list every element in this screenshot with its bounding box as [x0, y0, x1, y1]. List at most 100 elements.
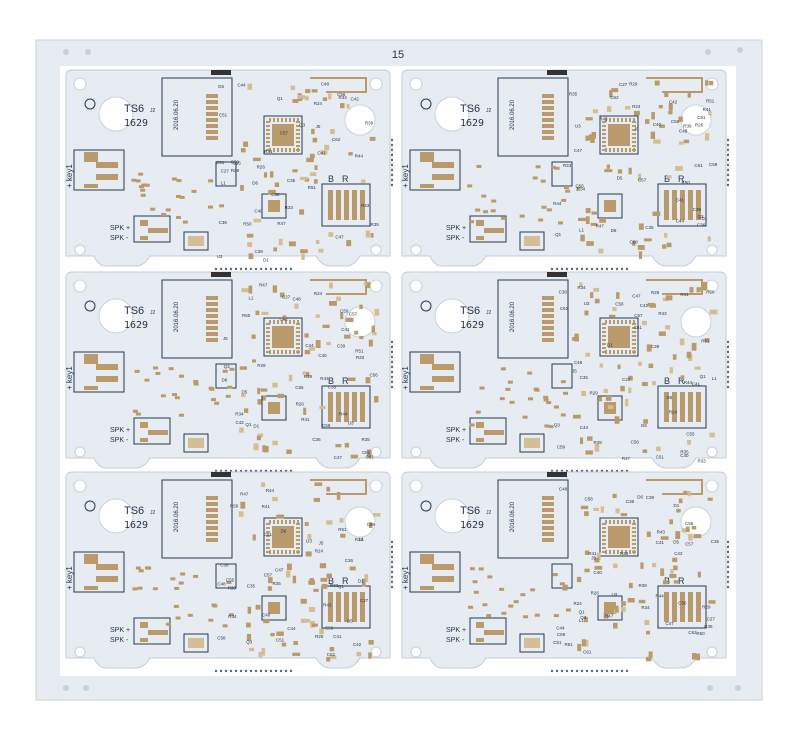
- ref-designator: C39: [220, 562, 229, 567]
- smd-pad: [288, 241, 296, 247]
- pcb-date-label: 2016.06.20: [510, 301, 516, 332]
- key-pad: [420, 586, 434, 590]
- smd-pad: [301, 253, 305, 260]
- sd-card-pad: [206, 136, 218, 140]
- ref-designator: C42: [235, 420, 244, 425]
- smd-pad: [553, 405, 559, 409]
- smd-pad: [562, 587, 568, 591]
- smd-pad: [339, 517, 344, 523]
- edge-via: [214, 669, 218, 673]
- ref-designator: D1: [673, 503, 679, 508]
- spk-minus-label: SPK -: [446, 437, 465, 444]
- r-label: R: [342, 376, 349, 386]
- smd-pad: [303, 407, 307, 415]
- ref-designator: D5: [241, 390, 247, 395]
- mcu-pin: [281, 350, 283, 354]
- smd-pad: [344, 442, 350, 448]
- smd-pad: [361, 179, 366, 183]
- ref-designator: R43: [320, 376, 329, 381]
- key-pad: [96, 174, 118, 180]
- smd-pad: [272, 285, 278, 293]
- sd-card-pad: [542, 520, 554, 524]
- key-pad: [432, 576, 454, 582]
- smd-pad: [132, 409, 138, 413]
- j5-connector-pad: [328, 190, 333, 220]
- smd-pad: [368, 639, 374, 645]
- smd-pad: [651, 112, 655, 120]
- edge-via: [244, 267, 248, 271]
- edge-via: [390, 570, 394, 574]
- smd-pad: [603, 388, 608, 394]
- inductor-footprint: [183, 433, 209, 453]
- ref-designator: D1: [358, 579, 364, 584]
- ref-designator: D1: [253, 423, 259, 428]
- edge-via: [565, 669, 569, 673]
- edge-via: [625, 669, 629, 673]
- edge-via: [560, 267, 564, 271]
- mcu-footprint: [599, 317, 639, 357]
- smd-pad: [168, 367, 174, 371]
- smd-pad: [176, 194, 182, 198]
- inductor-pad: [524, 638, 540, 648]
- ref-designator: Q1: [579, 610, 586, 615]
- smd-pad: [248, 285, 253, 294]
- smd-pad: [534, 388, 540, 392]
- smd-pad: [704, 133, 710, 141]
- ref-j2-label: J2: [486, 108, 492, 114]
- smd-pad: [263, 618, 270, 624]
- key-pad: [432, 364, 454, 370]
- ref-designator: D6: [281, 529, 287, 534]
- ref-designator: U3: [612, 592, 618, 597]
- spk-footprint: [469, 617, 507, 645]
- ref-designator: C51: [656, 455, 665, 460]
- smd-pad: [182, 220, 188, 224]
- smd-pad: [262, 445, 267, 453]
- j5-connector-pad: [344, 392, 349, 422]
- spk-plus-label: SPK +: [110, 225, 130, 232]
- edge-via: [390, 168, 394, 172]
- mcu-pin: [273, 118, 275, 122]
- smd-pad: [286, 449, 292, 454]
- smd-pad: [643, 238, 652, 242]
- ref-designator: R24: [314, 101, 323, 106]
- j5-connector-pad: [328, 592, 333, 622]
- smd-pad: [589, 292, 594, 298]
- smd-pad: [572, 414, 581, 419]
- spk-pad: [476, 236, 484, 240]
- smd-pad: [624, 106, 631, 110]
- smd-pad: [523, 615, 529, 619]
- smd-pad: [253, 443, 259, 451]
- edge-via: [264, 267, 268, 271]
- mcu-pin: [266, 551, 270, 553]
- ref-designator: C42: [351, 97, 360, 102]
- edge-via: [726, 380, 730, 384]
- edge-via: [620, 669, 624, 673]
- crystal-footprint: [551, 563, 573, 589]
- smd-pad: [585, 135, 590, 141]
- ref-designator: R29: [355, 537, 364, 542]
- mcu-pin: [296, 343, 300, 345]
- ref-designator: C48: [217, 582, 226, 587]
- ref-designator: R51: [338, 527, 347, 532]
- edge-via: [390, 575, 394, 579]
- smd-pad: [252, 157, 261, 162]
- inductor-pad: [188, 236, 204, 246]
- date-code-label: 1629: [124, 320, 148, 331]
- smd-pad: [354, 330, 359, 335]
- smd-pad: [593, 287, 600, 292]
- mcu-pin: [629, 118, 631, 122]
- smd-pad: [256, 435, 261, 441]
- ref-designator: R35: [680, 449, 689, 454]
- mcu-pin: [632, 145, 636, 147]
- smd-pad: [208, 618, 214, 622]
- mcu-pin: [609, 320, 611, 324]
- mcu-pin: [621, 320, 623, 324]
- smd-pad: [584, 511, 589, 517]
- ref-designator: R43: [361, 203, 370, 208]
- mcu-pin: [602, 129, 606, 131]
- smd-pad: [638, 251, 643, 260]
- smd-pad: [322, 97, 328, 102]
- edge-via: [555, 669, 559, 673]
- smd-pad: [678, 116, 683, 122]
- key-pad: [420, 152, 434, 162]
